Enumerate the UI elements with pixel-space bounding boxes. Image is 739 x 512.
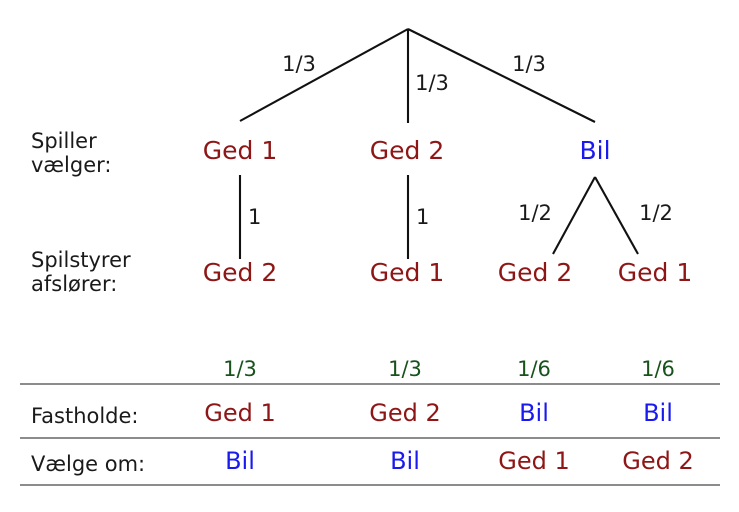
tree-node-player-ged1: Ged 1 <box>202 136 278 165</box>
row-label-player-line2: vælger: <box>31 153 112 177</box>
table-cell-vaelgeom-3: Ged 1 <box>498 447 570 475</box>
edge-root-to-bil <box>407 28 596 123</box>
row-label-host-line2: afslører: <box>31 272 118 296</box>
tree-node-player-ged2: Ged 2 <box>369 136 445 165</box>
table-row-label-fastholde: Fastholde: <box>31 404 139 428</box>
table-header-prob-4: 1/6 <box>641 357 675 381</box>
table-rule-middle <box>20 437 720 439</box>
tree-node-player-bil: Bil <box>579 136 611 165</box>
row-label-host-line1: Spilstyrer <box>31 248 131 272</box>
table-row-label-vaelge-om: Vælge om: <box>31 452 146 476</box>
edge-bil-to-ged1 <box>594 176 639 255</box>
row-label-player-line1: Spiller <box>31 129 97 153</box>
edge-label-root-ged2: 1/3 <box>415 71 449 95</box>
edge-label-ged2-ged1: 1 <box>416 205 430 229</box>
edge-label-root-ged1: 1/3 <box>282 52 316 76</box>
table-rule-bottom <box>20 484 720 486</box>
table-header-prob-3: 1/6 <box>517 357 551 381</box>
edge-bil-to-ged2 <box>552 176 596 255</box>
edge-label-ged1-ged2: 1 <box>248 205 262 229</box>
table-cell-vaelgeom-4: Ged 2 <box>622 447 694 475</box>
table-rule-top <box>20 383 720 385</box>
table-cell-fastholde-4: Bil <box>643 399 673 427</box>
tree-node-host-reveal-3: Ged 2 <box>497 258 573 287</box>
tree-node-host-reveal-1: Ged 2 <box>202 258 278 287</box>
table-cell-fastholde-1: Ged 1 <box>204 399 276 427</box>
edge-label-root-bil: 1/3 <box>512 52 546 76</box>
table-cell-fastholde-3: Bil <box>519 399 549 427</box>
table-cell-vaelgeom-1: Bil <box>225 447 255 475</box>
tree-edges <box>238 28 639 259</box>
tree-node-host-reveal-2: Ged 1 <box>369 258 445 287</box>
table-header-prob-2: 1/3 <box>388 357 422 381</box>
tree-node-host-reveal-4: Ged 1 <box>617 258 693 287</box>
edge-root-to-ged1 <box>239 28 409 122</box>
edge-label-bil-ged1: 1/2 <box>639 201 673 225</box>
table-cell-vaelgeom-2: Bil <box>390 447 420 475</box>
edge-label-bil-ged2: 1/2 <box>518 201 552 225</box>
table-cell-fastholde-2: Ged 2 <box>369 399 441 427</box>
table-header-prob-1: 1/3 <box>223 357 257 381</box>
